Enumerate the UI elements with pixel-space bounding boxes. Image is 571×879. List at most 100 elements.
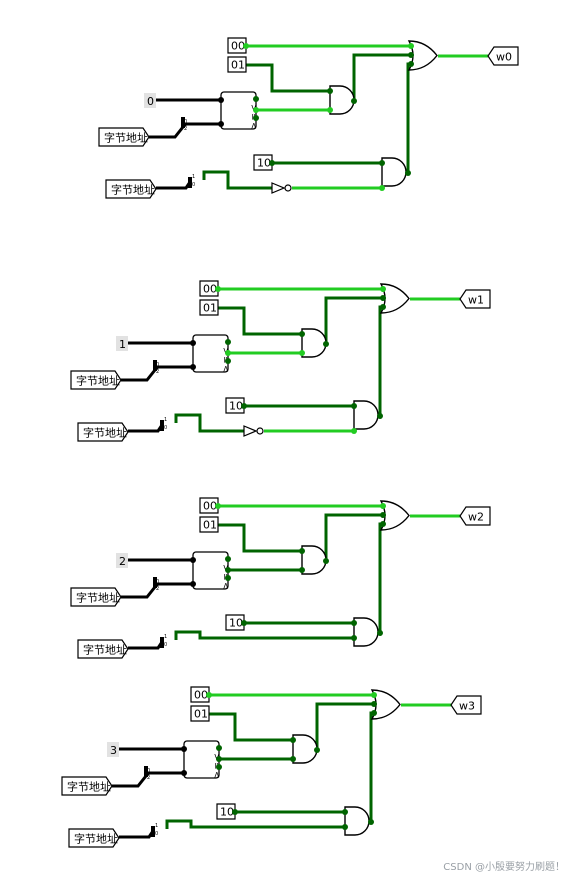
wire-junction [351, 635, 357, 641]
splitter-label: 2 [184, 126, 187, 132]
and-gate [353, 400, 379, 430]
address-tunnel [70, 370, 122, 390]
wire-junction [241, 403, 247, 409]
wire-junction [216, 745, 222, 751]
and-gate [353, 617, 379, 647]
wire-junction [190, 340, 196, 346]
wire-junction [225, 350, 231, 356]
comparator-gt: > [220, 564, 230, 572]
comparator-lt: < [248, 122, 258, 130]
input-pin [253, 154, 273, 171]
wire-junction [342, 824, 348, 830]
comparator-gt: > [211, 753, 221, 761]
wire [119, 830, 155, 839]
input-pin [227, 56, 247, 73]
wire-junction [181, 770, 187, 776]
splitter-label: 0 [156, 362, 159, 368]
splitter-label: 1 [164, 634, 167, 640]
wire [246, 63, 330, 93]
wire [378, 522, 383, 633]
input-pin-label: 10 [229, 617, 243, 630]
wire [128, 641, 164, 650]
input-pin [227, 37, 247, 54]
wire [324, 296, 383, 344]
input-pin [199, 497, 219, 514]
wire-junction [371, 710, 377, 716]
address-tunnel [77, 422, 129, 442]
splitter-label: 2 [147, 775, 150, 781]
wire-junction [225, 575, 231, 581]
comparator-eq: = [248, 113, 258, 121]
input-pin [199, 280, 219, 297]
output-tunnel-label: w2 [468, 511, 484, 524]
wire-junction [218, 121, 224, 127]
wire-junction [380, 304, 386, 310]
address-tunnel-label: 字节地址 [83, 426, 127, 440]
wire [352, 53, 411, 101]
input-pin [225, 397, 245, 414]
splitter-label: 2 [156, 369, 159, 375]
address-tunnel-label: 字节地址 [76, 591, 120, 605]
input-pin-label: 01 [203, 519, 217, 532]
splitter-label: 0 [147, 768, 150, 774]
wire-junction [190, 364, 196, 370]
wire-junction [408, 43, 414, 49]
input-pin-label: 01 [203, 302, 217, 315]
wire-junction [253, 107, 259, 113]
wire [315, 702, 374, 750]
output-tunnel-label: w0 [496, 51, 512, 64]
wire-junction [408, 61, 414, 67]
input-pin [225, 614, 245, 631]
splitter-label: 0 [164, 425, 167, 431]
wire [378, 305, 383, 416]
comparator-lt: < [211, 771, 221, 779]
not-gate [243, 425, 258, 437]
and-gate [292, 734, 318, 764]
wire-junction [379, 160, 385, 166]
wire [218, 523, 302, 553]
wire-junction [253, 96, 259, 102]
address-tunnel-label: 字节地址 [104, 131, 148, 145]
wire-junction [225, 358, 231, 364]
wire-junction [327, 107, 333, 113]
output-tunnel [487, 46, 519, 66]
input-pin [199, 516, 219, 533]
input-pin [199, 299, 219, 316]
wire-junction [225, 567, 231, 573]
comparator-eq: = [220, 573, 230, 581]
constant-box [116, 336, 128, 351]
and-gate [301, 545, 327, 575]
wire-junction [368, 819, 374, 825]
wire-junction [243, 43, 249, 49]
splitter-label: 1 [192, 174, 195, 180]
wire-junction [218, 97, 224, 103]
wire [202, 170, 272, 190]
wire-junction [351, 428, 357, 434]
and-gate [344, 806, 370, 836]
comparator-eq: = [211, 762, 221, 770]
address-tunnel [68, 828, 120, 848]
wire-junction [380, 286, 386, 292]
input-pin-label: 10 [220, 806, 234, 819]
wire-junction [290, 737, 296, 743]
wire-junction [327, 88, 333, 94]
address-tunnel [98, 127, 150, 147]
address-tunnel [77, 639, 129, 659]
wire-junction [215, 503, 221, 509]
splitter-label: 1 [164, 417, 167, 423]
address-tunnel-label: 字节地址 [111, 183, 155, 197]
wire-junction [377, 630, 383, 636]
wire [369, 711, 374, 822]
wire-junction [290, 756, 296, 762]
wire-junction [380, 512, 386, 518]
wire-junction [216, 756, 222, 762]
wire-junction [377, 413, 383, 419]
input-pin-label: 00 [194, 689, 208, 702]
wire [406, 62, 411, 173]
wire [156, 181, 192, 190]
wire [324, 513, 383, 561]
constant-box [144, 93, 156, 108]
constant-box [116, 553, 128, 568]
